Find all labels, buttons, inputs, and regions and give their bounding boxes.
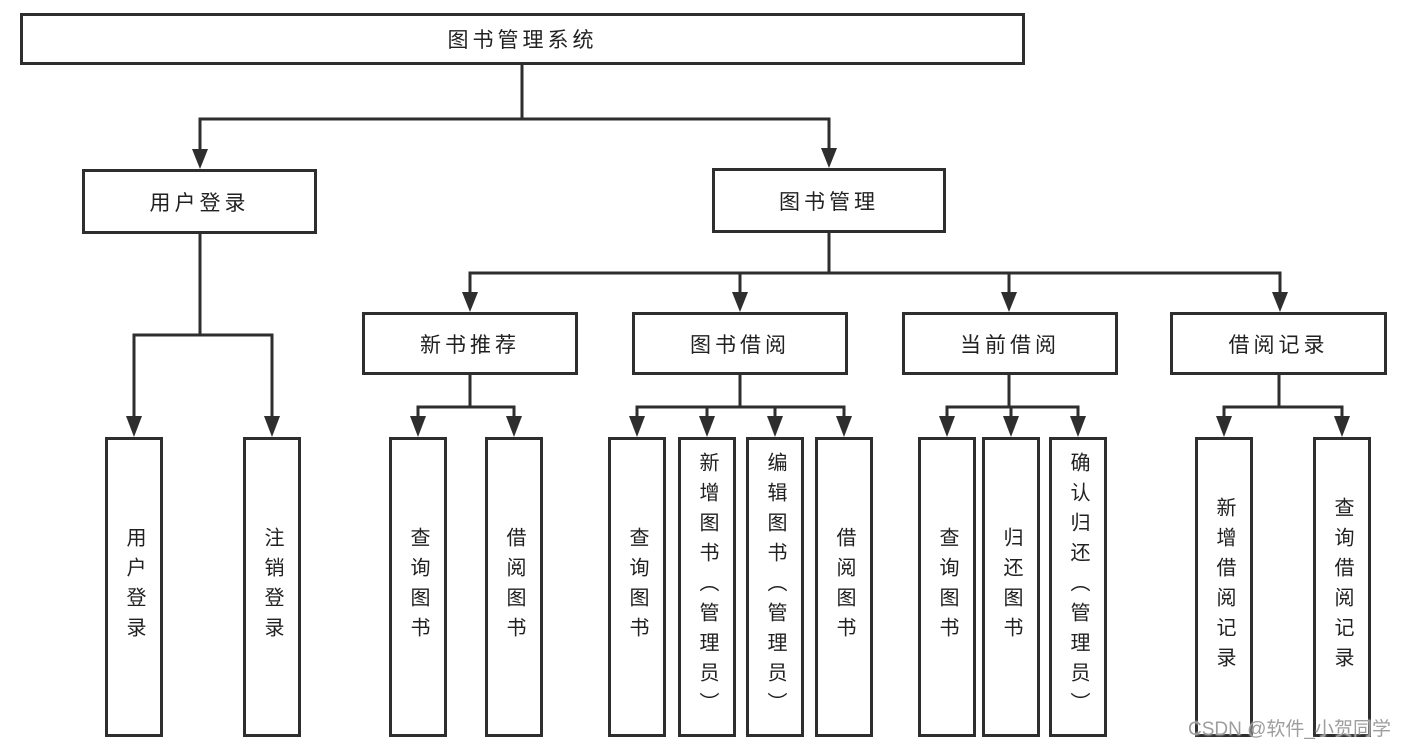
leaf-query-borrow-record-label: 查询借阅记录 — [1331, 497, 1353, 677]
leaf-add-borrow-record: 新增借阅记录 — [1195, 437, 1253, 737]
node-borrowing-records-label: 借阅记录 — [1228, 333, 1329, 357]
node-new-book-recommendation: 新书推荐 — [362, 312, 578, 375]
leaf-add-books-admin-label: 新增图书（管理员） — [696, 452, 718, 722]
leaf-borrow-books: 借阅图书 — [815, 437, 873, 737]
node-borrowing-records: 借阅记录 — [1170, 312, 1387, 375]
csdn-watermark: CSDN @软件_小贺同学 — [1188, 719, 1391, 740]
leaf-add-books-admin: 新增图书（管理员） — [678, 437, 736, 737]
leaf-user-login: 用户登录 — [105, 437, 163, 737]
leaf-query-books-borrow: 查询图书 — [608, 437, 666, 737]
node-user-login-label: 用户登录 — [149, 191, 250, 215]
leaf-add-borrow-record-label: 新增借阅记录 — [1213, 497, 1235, 677]
node-book-management: 图书管理 — [712, 168, 946, 233]
leaf-confirm-return-admin: 确认归还（管理员） — [1049, 437, 1107, 737]
node-library-system: 图书管理系统 — [20, 13, 1025, 65]
leaf-query-books-current-label: 查询图书 — [936, 527, 958, 647]
leaf-logout-label: 注销登录 — [261, 527, 283, 647]
node-current-borrowing-label: 当前借阅 — [960, 333, 1060, 357]
node-new-book-recommendation-label: 新书推荐 — [420, 333, 520, 357]
leaf-return-books: 归还图书 — [982, 437, 1040, 737]
leaf-logout: 注销登录 — [243, 437, 301, 737]
leaf-query-borrow-record: 查询借阅记录 — [1313, 437, 1371, 737]
leaf-return-books-label: 归还图书 — [1000, 527, 1022, 647]
leaf-query-books-current: 查询图书 — [918, 437, 976, 737]
leaf-edit-books-admin: 编辑图书（管理员） — [746, 437, 804, 737]
node-library-system-label: 图书管理系统 — [447, 29, 598, 52]
leaf-confirm-return-admin-label: 确认归还（管理员） — [1067, 452, 1089, 722]
leaf-query-books-borrow-label: 查询图书 — [626, 527, 648, 647]
leaf-user-login-label: 用户登录 — [123, 527, 145, 647]
node-user-login: 用户登录 — [82, 169, 317, 234]
leaf-borrow-books-label: 借阅图书 — [833, 527, 855, 647]
leaf-edit-books-admin-label: 编辑图书（管理员） — [764, 452, 786, 722]
leaf-query-books-recommend: 查询图书 — [389, 437, 447, 737]
leaf-borrow-books-recommend-label: 借阅图书 — [503, 527, 525, 647]
leaf-borrow-books-recommend: 借阅图书 — [485, 437, 543, 737]
node-book-borrowing-label: 图书借阅 — [690, 333, 790, 357]
leaf-query-books-recommend-label: 查询图书 — [407, 527, 429, 647]
node-book-borrowing: 图书借阅 — [632, 312, 848, 375]
node-current-borrowing: 当前借阅 — [902, 312, 1118, 375]
node-book-management-label: 图书管理 — [779, 190, 879, 214]
